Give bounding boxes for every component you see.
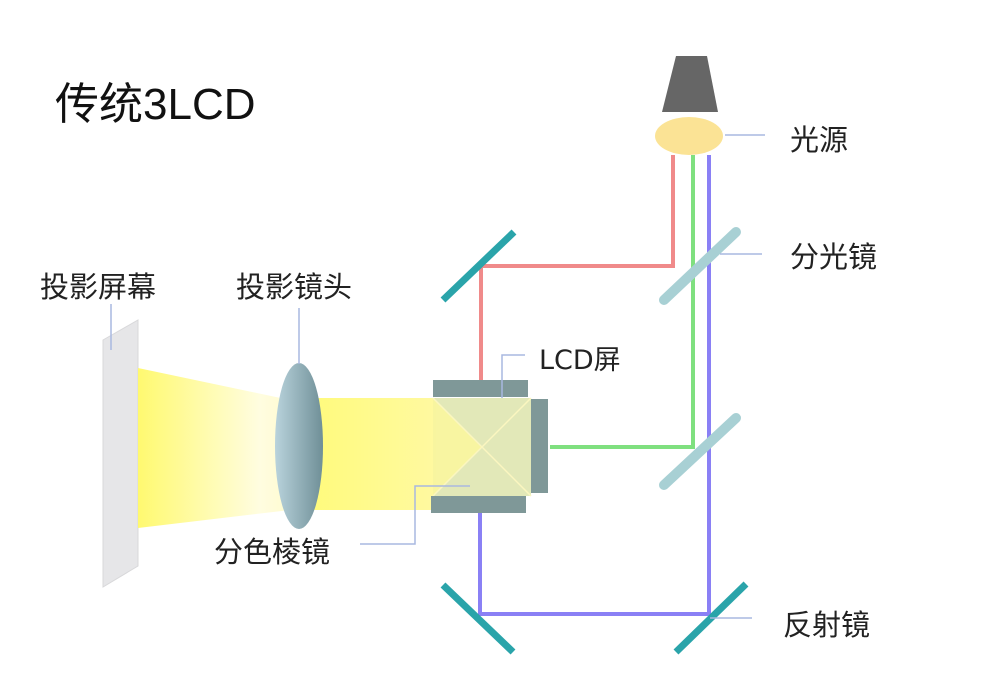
projection-screen bbox=[102, 319, 139, 588]
lcd-panel-red bbox=[433, 380, 528, 397]
dichroic-prism bbox=[432, 397, 532, 497]
label-light-source: 光源 bbox=[790, 123, 849, 157]
lamp-housing bbox=[662, 56, 718, 112]
green-beam bbox=[550, 155, 695, 449]
projection-lens bbox=[275, 363, 323, 529]
mirror-bottom-left bbox=[440, 582, 516, 655]
dichroic-mirror-bottom bbox=[659, 413, 741, 490]
lcd-panel-blue bbox=[431, 496, 526, 513]
projected-beam bbox=[138, 368, 290, 528]
lcd-panel-green bbox=[531, 399, 548, 493]
label-projection-lens: 投影镜头 bbox=[236, 270, 353, 304]
mirror-top-left bbox=[440, 229, 517, 303]
label-dichroic-prism: 分色棱镜 bbox=[214, 535, 331, 569]
lamp-glow bbox=[655, 117, 723, 155]
label-lcd-panel: LCD屏 bbox=[539, 345, 621, 376]
leader-lines bbox=[110, 134, 765, 619]
label-dichroic-mirror: 分光镜 bbox=[790, 240, 878, 274]
blue-beam bbox=[478, 155, 711, 616]
dichroic-mirror-top bbox=[659, 227, 741, 305]
red-beam bbox=[479, 155, 675, 380]
label-reflector-mirror: 反射镜 bbox=[783, 608, 871, 642]
label-projection-screen: 投影屏幕 bbox=[40, 270, 157, 304]
diagram-title: 传统3LCD bbox=[55, 80, 256, 129]
